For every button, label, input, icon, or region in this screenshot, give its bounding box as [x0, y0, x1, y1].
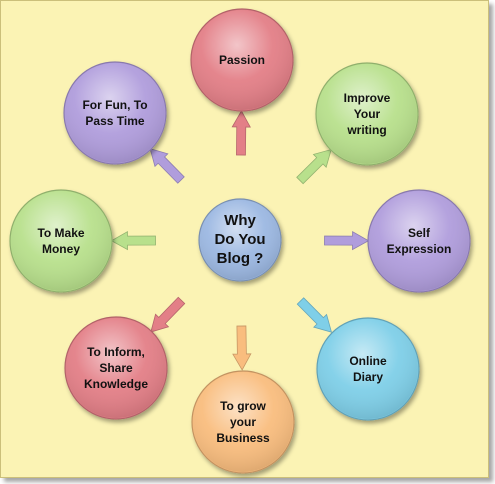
node-to-inform-share-knowledge-label-line: To Inform, [87, 345, 145, 359]
node-to-grow-your-business-gloss [193, 372, 293, 472]
arrow-to-improve-your-writing [296, 148, 332, 185]
node-online-diary-label-line: Diary [353, 370, 383, 384]
node-online-diary-gloss [318, 319, 418, 419]
node-improve-your-writing-gloss [317, 64, 417, 164]
node-to-grow-your-business-label-line: To grow [220, 399, 266, 413]
node-to-make-money-label-line: To Make [37, 226, 84, 240]
node-online-diary-label-line: Online [349, 354, 387, 368]
node-to-inform-share-knowledge-label-line: Share [99, 361, 133, 375]
hub-why-do-you-blog-label-line: Blog ? [217, 250, 264, 267]
node-for-fun-to-pass-time-label-line: Pass Time [85, 114, 144, 128]
node-for-fun-to-pass-time-label-line: For Fun, To [82, 98, 147, 112]
node-to-inform-share-knowledge-label-line: Knowledge [84, 377, 148, 391]
arrow-to-online-diary [296, 297, 333, 333]
node-to-inform-share-knowledge-gloss [66, 318, 166, 418]
node-to-make-money-label-line: Money [42, 242, 80, 256]
node-to-grow-your-business-label-line: Business [216, 431, 270, 445]
node-to-grow-your-business-label-line: your [230, 415, 256, 429]
hub-why-do-you-blog-gloss [200, 200, 280, 280]
node-passion-label-line: Passion [219, 53, 265, 67]
arrow-to-to-inform-share-knowledge [150, 296, 186, 333]
node-self-expression-gloss [369, 191, 469, 291]
node-improve-your-writing-label-line: Your [354, 107, 381, 121]
node-for-fun-to-pass-time-gloss [65, 63, 165, 163]
arrow-to-for-fun-to-pass-time [149, 148, 185, 184]
node-self-expression-label-line: Expression [387, 242, 452, 256]
node-for-fun-to-pass-time: For Fun, To Pass Time [63, 61, 167, 165]
node-improve-your-writing-label-line: Improve [344, 91, 391, 105]
node-improve-your-writing-label-line: writing [346, 123, 386, 137]
arrow-to-passion [231, 110, 251, 156]
hub-why-do-you-blog-label-line: Do You [214, 231, 265, 248]
arrow-to-to-grow-your-business [232, 325, 252, 371]
node-passion-gloss [192, 10, 292, 110]
arrow-to-to-make-money [110, 230, 156, 251]
node-self-expression-label-line: Self [408, 226, 431, 240]
node-passion: Passion [190, 8, 294, 112]
arrows-layer [110, 110, 370, 371]
node-to-make-money-gloss [11, 191, 111, 291]
arrow-to-self-expression [324, 230, 370, 251]
hub-why-do-you-blog-label-line: Why [224, 212, 256, 229]
